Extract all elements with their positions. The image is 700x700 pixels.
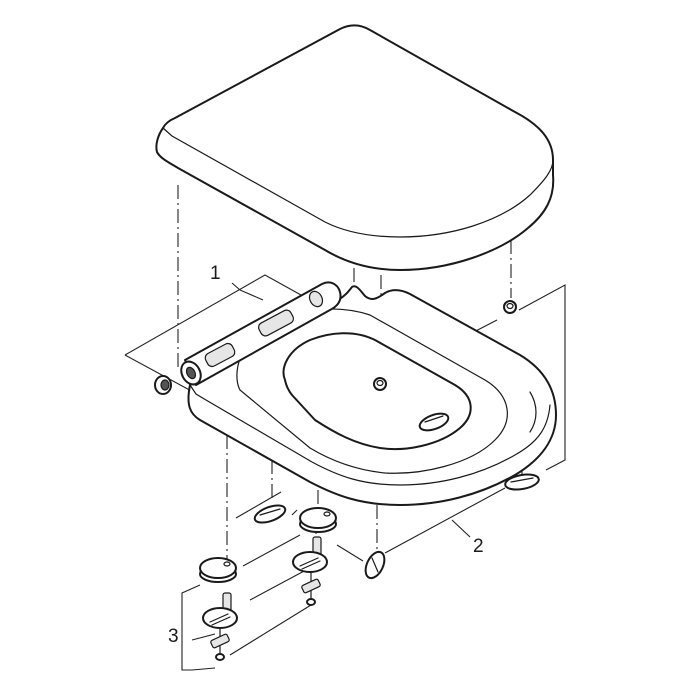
callout-1-label: 1 bbox=[210, 263, 221, 284]
hinge-pin-right bbox=[257, 309, 295, 337]
seat-buffer-right bbox=[504, 473, 540, 491]
lid-buffer-center bbox=[373, 377, 387, 391]
seat-buffer-front bbox=[364, 550, 386, 580]
seat-buffer-left bbox=[253, 504, 287, 524]
cover-cap-left bbox=[199, 557, 237, 583]
fixing-set-right bbox=[292, 536, 328, 606]
hinge-end-cap bbox=[154, 375, 172, 395]
hinge-pin-left bbox=[204, 342, 236, 368]
fixing-set-left bbox=[202, 592, 238, 661]
callout-3-label: 3 bbox=[168, 626, 179, 647]
seat-ring bbox=[187, 285, 557, 506]
hinge-rod bbox=[180, 281, 342, 386]
hinge-gear bbox=[308, 290, 324, 308]
seat-buffer-center bbox=[418, 412, 450, 432]
callout-2-label: 2 bbox=[473, 536, 484, 557]
lid-buffer-right bbox=[503, 300, 517, 314]
lid bbox=[155, 24, 555, 271]
cover-cap-right bbox=[299, 507, 337, 533]
